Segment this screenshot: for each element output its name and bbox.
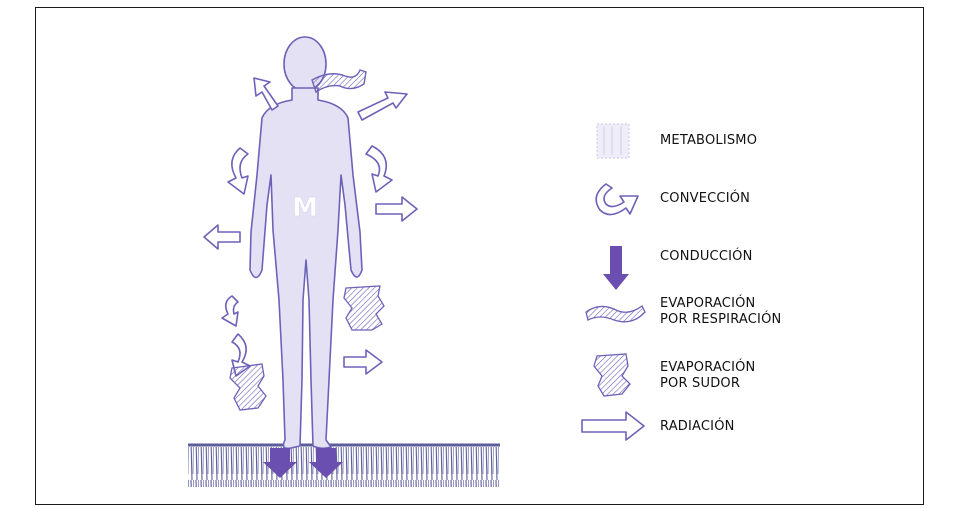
- legend-label-evaporacion-respiracion: EVAPORACIÓN POR RESPIRACIÓN: [660, 296, 781, 328]
- metabolism-mark: M: [292, 193, 318, 223]
- legend-line: EVAPORACIÓN: [660, 360, 755, 376]
- torso-and-legs: [250, 88, 362, 448]
- conduction-arrow-icon: [603, 246, 629, 290]
- legend-line: POR SUDOR: [660, 376, 755, 392]
- sweat-evaporation: [230, 286, 384, 410]
- legend-label-evaporacion-sudor: EVAPORACIÓN POR SUDOR: [660, 360, 755, 392]
- legend-line: METABOLISMO: [660, 133, 757, 149]
- legend-line: POR RESPIRACIÓN: [660, 312, 781, 328]
- convection-arrow-icon: [596, 184, 638, 215]
- legend-label-conduccion: CONDUCCIÓN: [660, 249, 753, 265]
- sweat-evaporation-icon: [594, 354, 630, 396]
- legend-icons: [582, 124, 645, 440]
- legend-line: CONDUCCIÓN: [660, 249, 753, 265]
- legend-label-radiacion: RADIACIÓN: [660, 419, 735, 435]
- respiration-evaporation-icon: [586, 306, 645, 322]
- radiation-arrow-icon: [582, 412, 644, 440]
- legend-line: RADIACIÓN: [660, 419, 735, 435]
- metabolism-icon: [597, 124, 629, 158]
- legend-line: EVAPORACIÓN: [660, 296, 781, 312]
- legend-label-conveccion: CONVECCIÓN: [660, 191, 750, 207]
- ground: [188, 445, 500, 487]
- legend-label-metabolismo: METABOLISMO: [660, 133, 757, 149]
- legend-line: CONVECCIÓN: [660, 191, 750, 207]
